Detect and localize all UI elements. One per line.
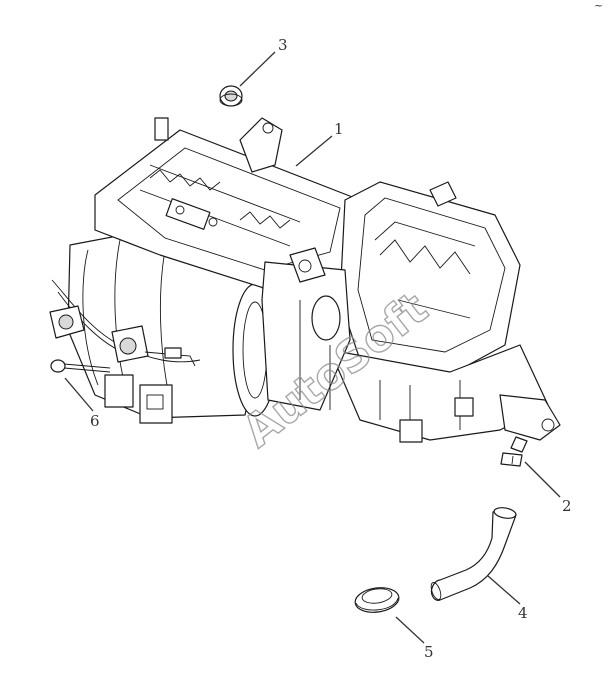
callout-5: 5 (424, 643, 434, 661)
callout-4: 4 (518, 604, 528, 622)
leader-line-6 (64, 377, 94, 412)
leader-line-2 (524, 461, 561, 498)
part-2-bolt (500, 436, 528, 467)
callout-2: 2 (562, 497, 572, 515)
leader-line-3 (239, 51, 276, 87)
callout-1: 1 (334, 120, 344, 138)
callout-6: 6 (90, 412, 100, 430)
leader-line-1 (295, 135, 333, 167)
hvac-housing-assembly (49, 117, 561, 443)
callout-numbers: 3 1 2 4 5 6 (90, 36, 572, 661)
corner-mark: ~ (594, 0, 603, 12)
part-5-seal-ring (354, 587, 400, 613)
part-4-drain-hose (430, 507, 517, 601)
leader-line-5 (395, 616, 425, 644)
callout-3: 3 (278, 36, 288, 54)
part-6-screw (50, 359, 111, 373)
part-3-grommet (219, 85, 243, 107)
leader-lines (64, 51, 561, 644)
leader-line-4 (487, 575, 521, 605)
